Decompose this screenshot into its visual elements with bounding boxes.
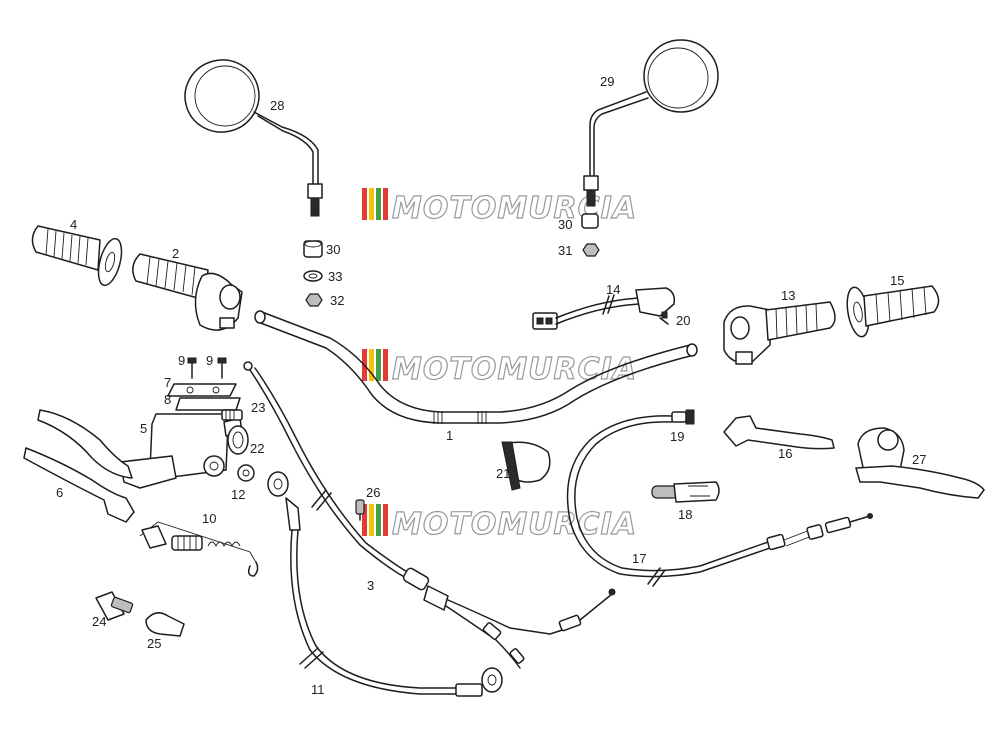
callout-31: 31 [558, 243, 572, 258]
callout-8: 8 [164, 392, 171, 407]
callout-3: 3 [367, 578, 374, 593]
callout-23: 23 [251, 400, 265, 415]
clutch-lever-27 [855, 427, 985, 499]
callout-27: 27 [912, 452, 926, 467]
callout-20: 20 [676, 313, 690, 328]
callout-26: 26 [366, 485, 380, 500]
watermark-bottom: MOTOMURCIA [362, 504, 637, 543]
callout-29: 29 [600, 74, 614, 89]
callout-18: 18 [678, 507, 692, 522]
screw-9a [187, 357, 197, 379]
callout-32: 32 [330, 293, 344, 308]
gasket-7 [167, 383, 237, 397]
callout-21: 21 [496, 466, 510, 481]
switch-14 [532, 287, 676, 330]
watermark-middle: MOTOMURCIA [362, 349, 637, 388]
handlebar-1 [254, 310, 698, 424]
callout-9a: 9 [178, 353, 185, 368]
piston-kit-10 [139, 521, 259, 577]
ring-22 [227, 425, 249, 455]
grip-15 [846, 285, 940, 338]
callout-5: 5 [140, 421, 147, 436]
washer-12 [237, 464, 255, 482]
nut-32 [305, 293, 323, 307]
brake-lever-upper [37, 409, 133, 479]
screw-20 [659, 311, 669, 325]
callout-9b: 9 [206, 353, 213, 368]
callout-13: 13 [781, 288, 795, 303]
callout-11: 11 [311, 682, 325, 697]
adjuster-19 [671, 409, 695, 425]
throttle-cable-3 [243, 361, 616, 669]
callout-4: 4 [70, 217, 77, 232]
banjo-23 [221, 409, 243, 421]
callout-7: 7 [164, 375, 171, 390]
callout-2: 2 [172, 246, 179, 261]
grip-4 [31, 225, 123, 287]
bolt-26 [355, 499, 365, 521]
callout-30-left: 30 [326, 242, 340, 257]
callout-10: 10 [202, 511, 216, 526]
switch-18 [651, 481, 720, 503]
watermark-text: MOTOMURCIA [392, 191, 637, 226]
callout-24: 24 [92, 614, 106, 629]
mirror-right [583, 39, 719, 207]
brake-hose-11 [267, 471, 503, 697]
brake-lever-6 [23, 447, 135, 523]
lever-16 [723, 415, 835, 450]
callout-12: 12 [231, 487, 245, 502]
watermark-text: MOTOMURCIA [392, 507, 637, 542]
callout-30-right: 30 [558, 217, 572, 232]
callout-16: 16 [778, 446, 792, 461]
throttle-grip-2 [132, 253, 243, 331]
nut-31 [582, 243, 600, 257]
callout-15: 15 [890, 273, 904, 288]
callout-22: 22 [250, 441, 264, 456]
callout-19: 19 [670, 429, 684, 444]
callout-25: 25 [147, 636, 161, 651]
callout-33: 33 [328, 269, 342, 284]
clip-21 [501, 441, 551, 491]
clutch-cable-17 [566, 415, 873, 587]
callout-1: 1 [446, 428, 453, 443]
callout-14: 14 [606, 282, 620, 297]
master-cylinder-5 [119, 413, 243, 489]
washer-33 [303, 270, 323, 282]
switch-24 [95, 591, 134, 621]
screw-9b [217, 357, 227, 379]
switch-25 [145, 612, 185, 637]
watermark-text: MOTOMURCIA [392, 352, 637, 387]
cover-8 [175, 397, 241, 411]
callout-17: 17 [632, 551, 646, 566]
callout-6: 6 [56, 485, 63, 500]
spacer-30-left [303, 240, 323, 258]
spacer-30-right [581, 213, 599, 229]
switch-housing-13 [723, 301, 836, 365]
mirror-left [184, 59, 323, 217]
callout-labels: 1 2 3 4 5 6 7 8 9 9 10 11 12 13 14 15 16… [56, 74, 926, 697]
callout-28: 28 [270, 98, 284, 113]
